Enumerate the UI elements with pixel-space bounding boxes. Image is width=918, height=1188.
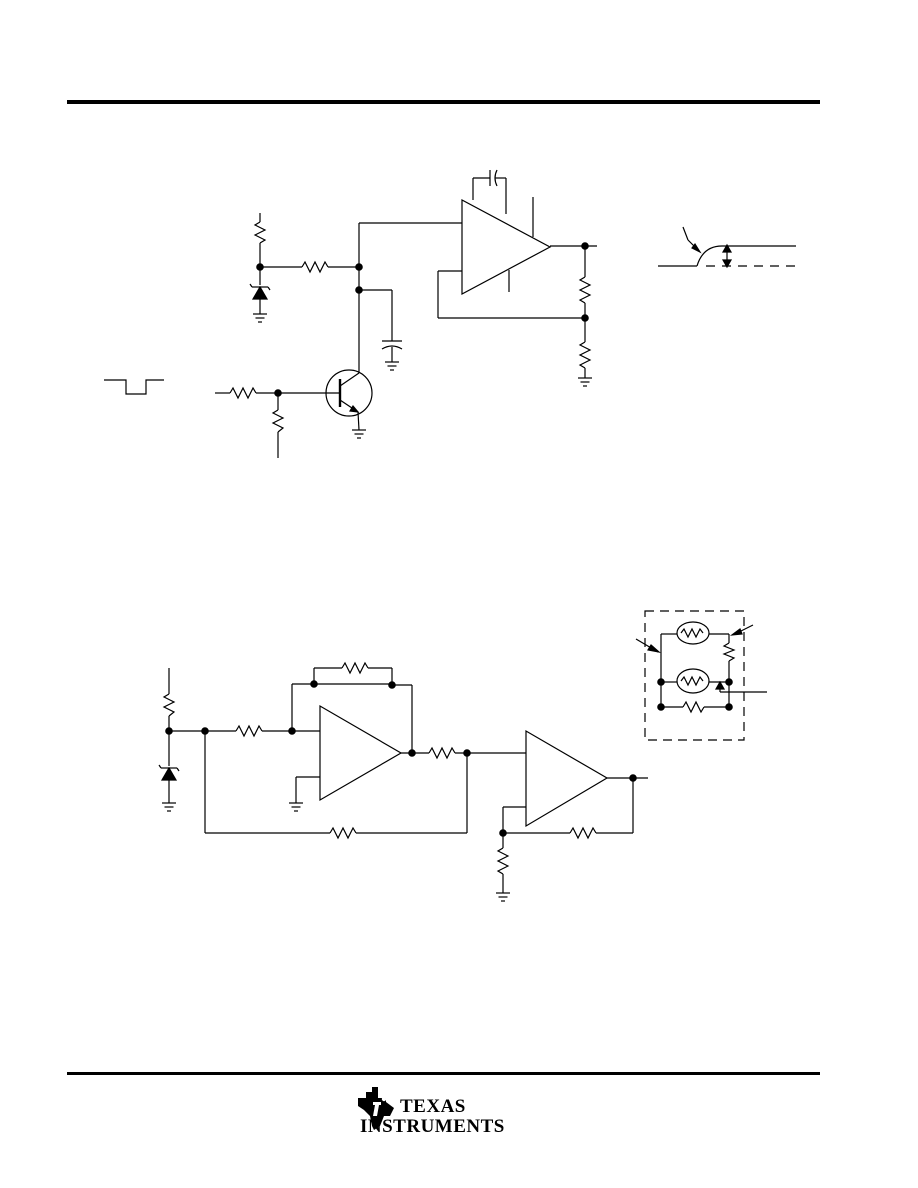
gain-resistor: [496, 847, 510, 875]
ground-icon: [578, 377, 592, 387]
op-amp-icon: [525, 729, 609, 828]
trim-resistor: [722, 642, 736, 662]
top-circuit-diagram: [104, 169, 796, 458]
zener-diode-icon: [158, 764, 180, 781]
capacitor-icon: [381, 340, 403, 350]
feedback-resistor: [578, 276, 592, 304]
step-response-icon: [658, 226, 796, 269]
op-amp-icon: [319, 704, 403, 802]
logo-line-texas: TEXAS: [400, 1096, 466, 1117]
ground-icon: [496, 892, 510, 902]
supply-resistor: [162, 693, 176, 717]
base-pulldown-resistor: [271, 409, 285, 433]
gain-resistor: [578, 341, 592, 369]
logo-line-instruments: INSTRUMENTS: [360, 1116, 505, 1137]
ground-icon: [352, 429, 366, 439]
pulse-waveform-icon: [104, 379, 164, 395]
series-resistor: [301, 260, 329, 274]
input-resistor: [235, 724, 263, 738]
thermistor-icon: [676, 621, 710, 645]
interstage-resistor: [428, 746, 456, 760]
ground-icon: [289, 802, 303, 812]
base-resistor: [229, 386, 257, 400]
ground-icon: [253, 313, 267, 323]
zener-diode-icon: [249, 283, 271, 300]
ground-icon: [385, 361, 399, 371]
feedback-resistor-1: [341, 661, 369, 675]
header-rule: [67, 100, 820, 104]
feedback-resistor-2: [569, 826, 597, 840]
thermistor-icon: [676, 668, 710, 694]
summing-resistor: [329, 826, 357, 840]
ti-logo: TEXAS INSTRUMENTS: [356, 1086, 516, 1142]
op-amp-icon: [461, 198, 552, 296]
parallel-resistor: [682, 700, 705, 714]
ground-icon: [162, 802, 176, 812]
bottom-circuit-diagram: [158, 610, 767, 902]
footer-rule: [67, 1072, 820, 1075]
ti-logo-icon: [358, 1087, 394, 1130]
supply-resistor: [253, 221, 267, 244]
thermistor-network-box: [644, 610, 745, 741]
